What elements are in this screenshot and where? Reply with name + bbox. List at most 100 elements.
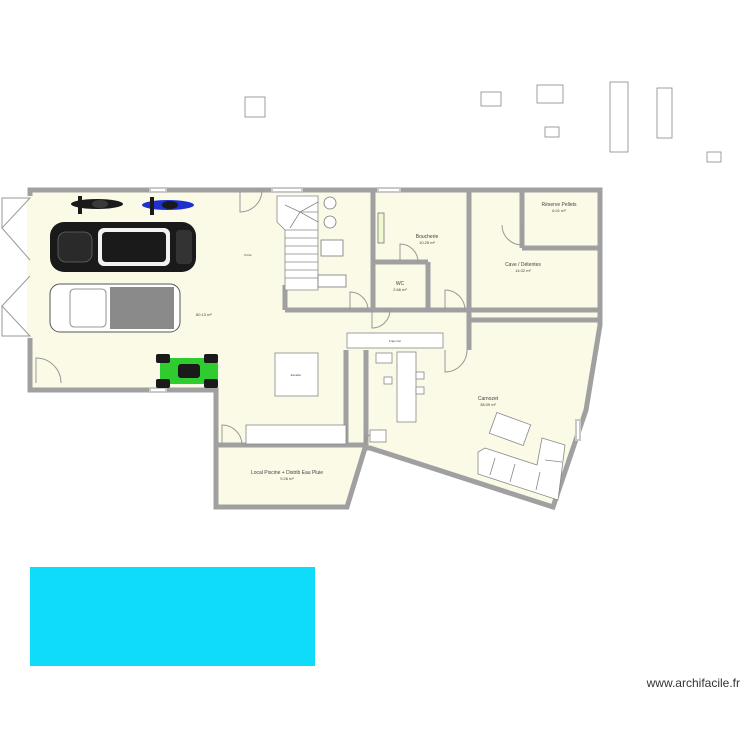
quad-wheel xyxy=(156,354,170,363)
reserve-area: 6.01 m² xyxy=(552,208,566,213)
outside-items xyxy=(244,81,722,163)
center-box xyxy=(274,352,319,397)
quad-icon xyxy=(156,354,218,388)
stray-box xyxy=(244,96,266,118)
room-labels: 80.13 m² Réserve Pellets 6.01 m² Boucher… xyxy=(196,202,577,481)
sofa-seam xyxy=(535,471,541,491)
garage-area: 80.13 m² xyxy=(196,312,212,317)
bar-label: Frigo bar xyxy=(389,339,401,343)
quad-wheel xyxy=(204,354,218,363)
table-icon xyxy=(488,411,532,447)
car-hood-line xyxy=(57,231,93,263)
long-bench xyxy=(245,424,347,445)
sofa-seam xyxy=(489,457,496,476)
quad-wheel xyxy=(156,379,170,388)
stray-box xyxy=(480,91,502,107)
round-appliance xyxy=(323,196,337,210)
island xyxy=(396,351,417,423)
gate-lower xyxy=(1,304,32,337)
window-right xyxy=(575,419,581,441)
gate-upper xyxy=(1,197,32,230)
stairs-winder xyxy=(284,204,301,213)
reserve-name: Réserve Pellets xyxy=(541,202,577,208)
car-rear xyxy=(176,230,192,264)
sink xyxy=(375,352,393,364)
walls xyxy=(27,187,603,511)
sofa-icon xyxy=(477,437,566,501)
door-icon xyxy=(399,243,419,263)
door-icon xyxy=(349,291,369,311)
car-window xyxy=(102,232,166,262)
moto-black-tank xyxy=(92,200,108,208)
moto-blue-bar xyxy=(150,197,154,215)
local-piscine-floor xyxy=(218,445,366,505)
stool xyxy=(415,386,425,395)
pickup-icon xyxy=(49,283,181,333)
quad-seat xyxy=(178,364,200,378)
wc-name: WC xyxy=(396,281,405,287)
door-icon xyxy=(221,424,243,446)
door-icon xyxy=(501,224,523,246)
sofa-seam xyxy=(509,463,516,483)
boucherie-area: 10.25 m² xyxy=(419,240,435,245)
gate-line xyxy=(1,227,31,261)
round-appliance xyxy=(323,215,337,229)
stray-tall xyxy=(609,81,629,153)
entry-left-floor xyxy=(0,196,30,338)
small-unit xyxy=(369,429,387,443)
carnozet-name: Carnozet xyxy=(478,396,499,402)
wc-area: 2.66 m² xyxy=(393,287,407,292)
stool xyxy=(415,371,425,380)
moto-blue-seat xyxy=(162,201,178,209)
pickup-cab xyxy=(69,288,107,328)
garage-gate xyxy=(1,197,32,337)
furniture xyxy=(245,332,444,445)
window-top-1 xyxy=(149,187,167,193)
door-icon xyxy=(444,289,466,311)
door-icon xyxy=(371,309,391,329)
pool-icon xyxy=(30,567,315,666)
boucherie-name: Boucherie xyxy=(416,234,439,240)
quad-wheel xyxy=(204,379,218,388)
machine xyxy=(320,239,344,257)
local-area: 9.26 m² xyxy=(280,476,294,481)
boucherie-equipment xyxy=(317,196,385,288)
stray-box xyxy=(536,84,564,104)
stairs-winder xyxy=(289,211,301,229)
motorbike-icon xyxy=(142,197,194,215)
door-icon xyxy=(239,189,263,213)
windows xyxy=(149,187,581,441)
window-top-2 xyxy=(271,187,303,193)
stairs-winder xyxy=(299,211,319,223)
stairs-outline xyxy=(276,195,319,291)
carnozet-area: 38.09 m² xyxy=(480,402,496,407)
sofa-shape xyxy=(477,437,566,501)
door-icon xyxy=(35,357,62,384)
window-top-3 xyxy=(377,187,401,193)
cabinet xyxy=(317,274,347,288)
center-box-label: Escalier xyxy=(291,373,302,377)
local-name: Local Piscine + Distrib Eau Pluie xyxy=(251,470,323,476)
sofa-seam xyxy=(544,459,563,463)
moto-black-bar xyxy=(78,196,82,214)
garage-note: Porte xyxy=(244,253,252,257)
rack xyxy=(377,212,385,244)
window-bottom-1 xyxy=(149,387,167,393)
stairs-icon xyxy=(276,195,319,291)
pickup-bed xyxy=(110,287,174,329)
stray-small xyxy=(706,151,722,163)
cave-area: 14.02 m² xyxy=(515,268,531,273)
door-icon xyxy=(444,349,468,373)
stray-small xyxy=(544,126,560,138)
cave-name: Cave / Détentes xyxy=(505,262,541,268)
car-icon xyxy=(50,222,196,272)
coffee-table xyxy=(488,411,532,447)
motorbike-icon xyxy=(71,196,123,214)
stool xyxy=(383,376,393,385)
bar-counter xyxy=(346,332,444,349)
stairs-winder xyxy=(299,201,319,213)
stray-tall xyxy=(656,87,673,139)
gate-line xyxy=(1,275,31,307)
watermark: www.archifacile.fr xyxy=(646,676,740,690)
